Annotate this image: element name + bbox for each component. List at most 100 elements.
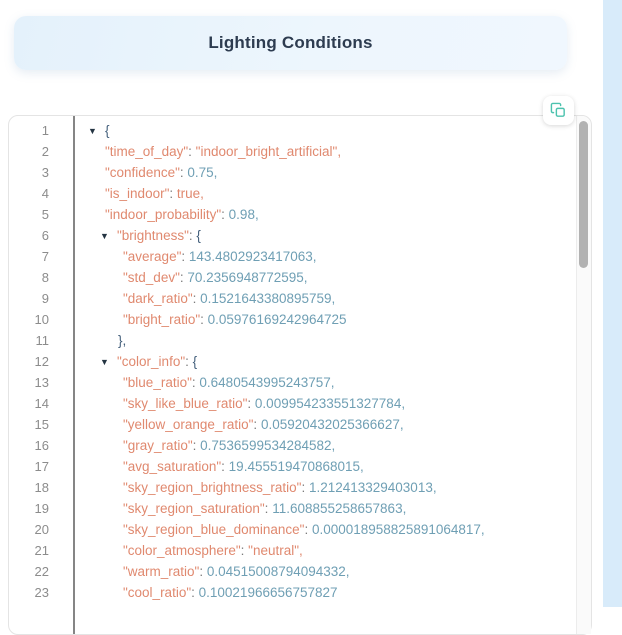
json-line: 14 "sky_like_blue_ratio": 0.0099542335513…	[9, 393, 591, 414]
line-number: 8	[41, 270, 49, 285]
line-number: 2	[41, 144, 49, 159]
json-token-colon: :	[192, 291, 201, 306]
json-token-colon: :	[188, 144, 196, 159]
line-number: 11	[35, 333, 50, 348]
json-line: 3 "confidence": 0.75,	[9, 162, 591, 183]
json-token-key: "gray_ratio"	[123, 438, 193, 453]
json-viewer-panel: 1▼{2"time_of_day": "indoor_bright_artifi…	[8, 115, 592, 635]
json-token-num: 0.1521643380895759,	[200, 291, 336, 306]
json-line: 13"blue_ratio": 0.6480543995243757,	[9, 372, 591, 393]
line-number: 7	[41, 249, 49, 264]
json-line-content: ▼{	[73, 120, 591, 141]
line-number: 14	[34, 396, 49, 411]
scrollbar-thumb[interactable]	[579, 121, 588, 268]
json-token-key: "cool_ratio"	[123, 585, 192, 600]
line-number: 5	[41, 207, 49, 222]
json-line: 21 "color_atmosphere": "neutral",	[9, 540, 591, 561]
line-number: 17	[34, 459, 49, 474]
collapse-toggle-icon[interactable]: ▼	[100, 357, 109, 367]
line-number: 1	[41, 123, 49, 138]
json-line: 19"sky_region_saturation": 11.6088552586…	[9, 498, 591, 519]
json-line-content: "yellow_orange_ratio": 0.059204320253666…	[73, 414, 591, 435]
json-line: 8"std_dev": 70.2356948772595,	[9, 267, 591, 288]
json-token-colon: :	[304, 522, 312, 537]
json-token-key: "sky_region_blue_dominance"	[123, 522, 305, 537]
json-token-key: "yellow_orange_ratio"	[123, 417, 254, 432]
json-token-colon: :	[264, 501, 273, 516]
json-token-colon: :	[200, 312, 208, 327]
line-number: 12	[34, 354, 49, 369]
json-token-key: "warm_ratio"	[123, 564, 200, 579]
json-token-key: "blue_ratio"	[123, 375, 192, 390]
json-token-key: "dark_ratio"	[123, 291, 193, 306]
json-line: 9 "dark_ratio": 0.1521643380895759,	[9, 288, 591, 309]
json-token-num: 0.009954233551327784,	[254, 396, 406, 411]
json-line: 11},	[9, 330, 591, 351]
json-token-num: 0.6480543995243757,	[199, 375, 335, 390]
json-token-key: "sky_region_saturation"	[123, 501, 265, 516]
json-token-key: "brightness"	[117, 228, 189, 243]
line-number: 15	[34, 417, 49, 432]
line-number: 20	[34, 522, 49, 537]
json-line-content: "gray_ratio": 0.7536599534284582,	[73, 435, 591, 456]
json-token-key: "is_indoor"	[105, 186, 170, 201]
json-token-num: 143.4802923417063,	[188, 249, 317, 264]
json-token-num: 0.04515008794094332,	[206, 564, 350, 579]
line-number: 16	[34, 438, 49, 453]
line-number: 23	[34, 585, 49, 600]
json-token-colon: :	[185, 354, 193, 369]
json-line-content: "sky_like_blue_ratio": 0.009954233551327…	[73, 393, 591, 414]
line-number: 10	[34, 312, 49, 327]
json-line-content: },	[73, 330, 591, 351]
line-number: 6	[41, 228, 49, 243]
json-line: 7"average": 143.4802923417063,	[9, 246, 591, 267]
json-line-content: "sky_region_blue_dominance": 0.000018958…	[73, 519, 591, 540]
json-token-colon: :	[199, 564, 207, 579]
json-line: 23"cool_ratio": 0.10021966656757827	[9, 582, 591, 603]
scrollbar-track[interactable]	[576, 116, 591, 634]
json-token-colon: :	[169, 186, 177, 201]
json-line: 20 "sky_region_blue_dominance": 0.0000189…	[9, 519, 591, 540]
json-line: 10 "bright_ratio": 0.05976169242964725	[9, 309, 591, 330]
json-token-str: "indoor_bright_artificial",	[195, 144, 342, 159]
json-line: 18"sky_region_brightness_ratio": 1.21241…	[9, 477, 591, 498]
json-line-content: "indoor_probability": 0.98,	[73, 204, 591, 225]
json-token-colon: :	[247, 396, 255, 411]
json-line: 1 ▼{	[9, 120, 591, 141]
json-token-colon: :	[192, 438, 201, 453]
json-line-content: "blue_ratio": 0.6480543995243757,	[73, 372, 591, 393]
json-token-num: 0.98,	[228, 207, 259, 222]
line-number: 22	[34, 564, 49, 579]
json-line: 2"time_of_day": "indoor_bright_artificia…	[9, 141, 591, 162]
json-token-bool: true,	[176, 186, 204, 201]
line-number: 9	[41, 291, 49, 306]
json-token-colon: :	[221, 207, 229, 222]
json-token-punct: },	[118, 333, 127, 348]
json-line-content: "avg_saturation": 19.455519470868015,	[73, 456, 591, 477]
line-number: 3	[41, 165, 49, 180]
line-number: 21	[34, 543, 49, 558]
json-token-colon: :	[191, 585, 199, 600]
json-token-num: 0.75,	[187, 165, 218, 180]
json-token-colon: :	[191, 375, 200, 390]
json-lines: 1▼{2"time_of_day": "indoor_bright_artifi…	[9, 116, 591, 603]
json-token-key: "color_atmosphere"	[123, 543, 241, 558]
json-token-key: "sky_region_brightness_ratio"	[123, 480, 302, 495]
json-token-colon: :	[221, 459, 229, 474]
json-token-colon: :	[240, 543, 249, 558]
json-line-content: "bright_ratio": 0.05976169242964725	[73, 309, 591, 330]
line-number: 19	[34, 501, 49, 516]
json-line-content: "color_atmosphere": "neutral",	[73, 540, 591, 561]
json-token-colon: :	[301, 480, 309, 495]
json-line: 22 "warm_ratio": 0.04515008794094332,	[9, 561, 591, 582]
copy-json-button[interactable]	[543, 96, 574, 125]
json-token-colon: :	[188, 228, 197, 243]
header-card: Lighting Conditions	[14, 16, 567, 70]
collapse-toggle-icon[interactable]: ▼	[100, 231, 109, 241]
collapse-toggle-icon[interactable]: ▼	[88, 126, 97, 136]
json-token-key: "bright_ratio"	[123, 312, 201, 327]
line-number: 18	[34, 480, 49, 495]
json-token-punct: {	[192, 354, 198, 369]
json-line-content: "confidence": 0.75,	[73, 162, 591, 183]
json-line: 5 "indoor_probability": 0.98,	[9, 204, 591, 225]
